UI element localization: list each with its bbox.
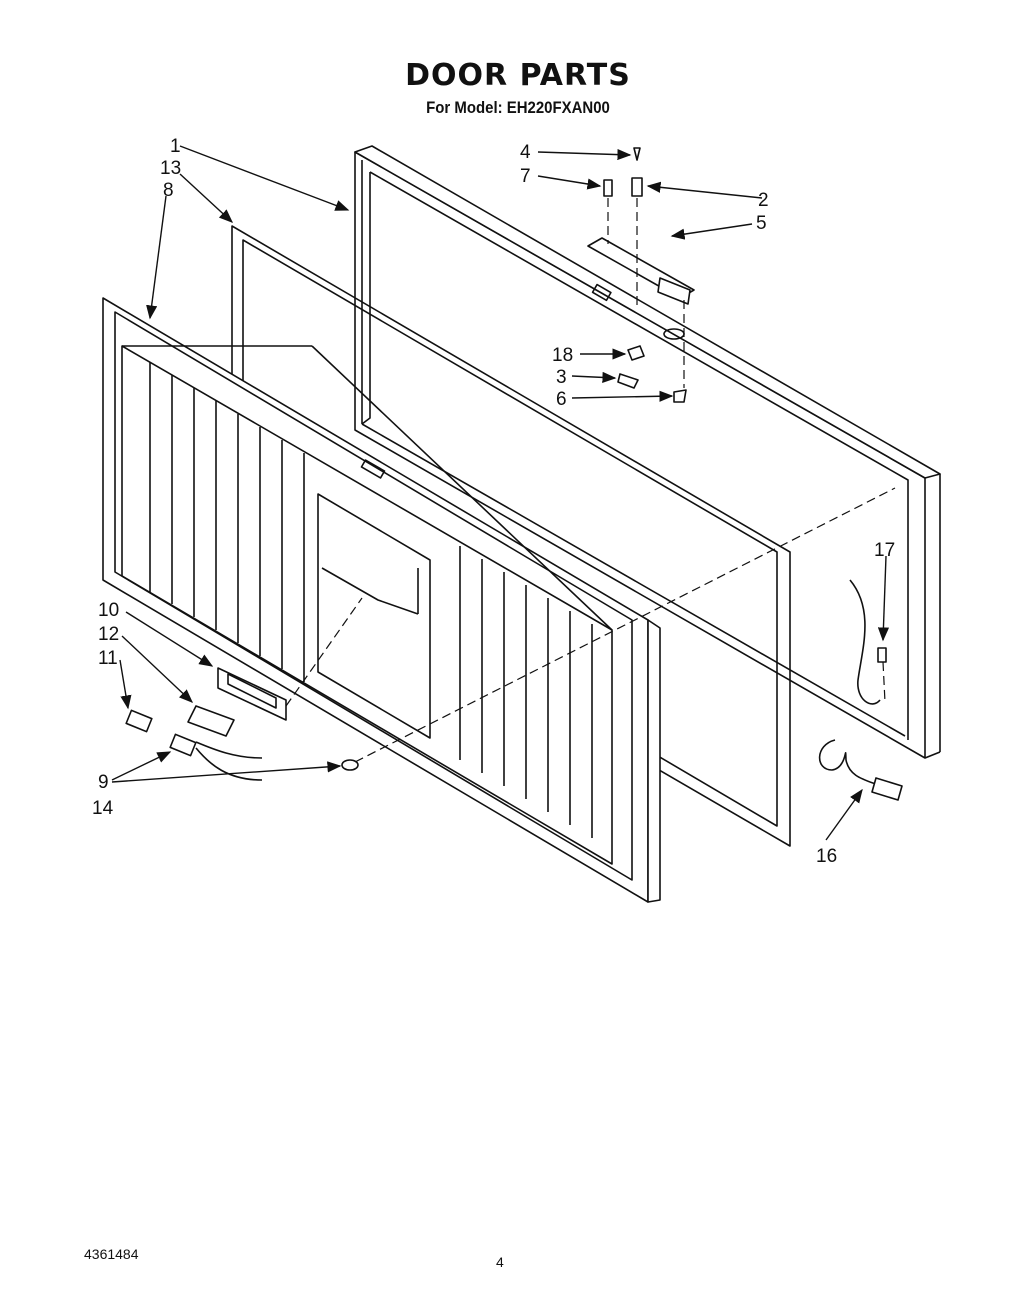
plug-part	[341, 759, 359, 771]
callout-7: 7	[520, 166, 531, 187]
callout-13: 13	[160, 158, 181, 179]
outer-door-panel	[354, 145, 941, 759]
model-subtitle: For Model: EH220FXAN00	[426, 98, 610, 117]
callout-6: 6	[556, 389, 567, 410]
callout-3: 3	[556, 367, 567, 388]
callout-4: 4	[520, 142, 531, 163]
callout-2: 2	[758, 190, 769, 211]
callout-9: 9	[98, 772, 109, 793]
inner-door-liner	[102, 297, 661, 903]
handle-switch-assembly	[125, 667, 287, 781]
callout-10: 10	[98, 600, 119, 621]
callout-1: 1	[170, 136, 181, 157]
callout-labels: 1 13 8 4 7 2 5 18 3 6 17 10 12 11 9 14 1…	[92, 136, 895, 867]
leader-lines	[111, 145, 890, 841]
callout-12: 12	[98, 624, 119, 645]
heater-wire	[818, 579, 903, 801]
callout-17: 17	[874, 540, 895, 561]
callout-16: 16	[816, 846, 837, 867]
callout-5: 5	[756, 213, 767, 234]
hinge-hardware	[587, 147, 695, 403]
callout-14: 14	[92, 798, 114, 819]
callout-18: 18	[552, 345, 573, 366]
callout-11: 11	[98, 648, 118, 669]
assembly-lines	[285, 198, 896, 763]
document-number: 4361484	[84, 1246, 139, 1262]
page-title: DOOR PARTS	[405, 58, 631, 93]
page-number: 4	[496, 1254, 504, 1270]
callout-8: 8	[163, 180, 174, 201]
